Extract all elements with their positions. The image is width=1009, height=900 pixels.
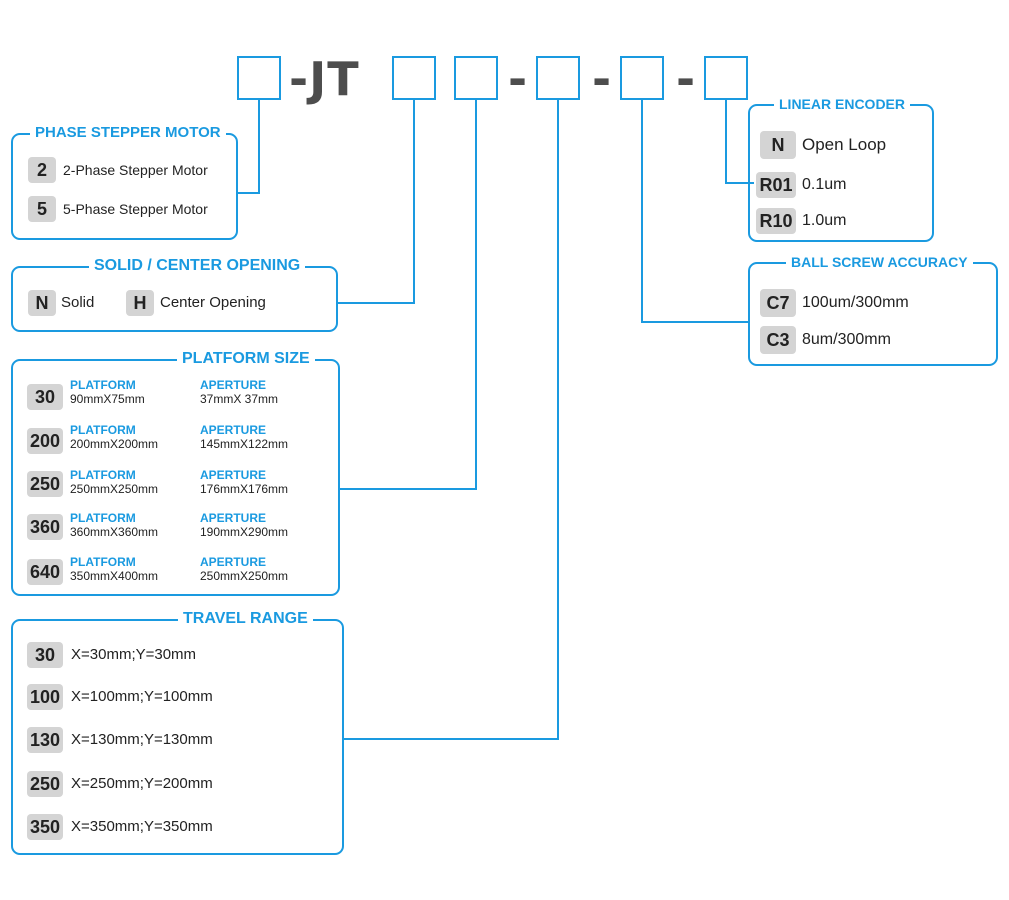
travel-option-label: X=100mm;Y=100mm: [71, 688, 213, 705]
travel-code-badge: 350: [27, 814, 63, 840]
encoder-option-label: Open Loop: [802, 135, 887, 154]
encoder-code-badge: N: [760, 131, 796, 159]
aperture-label: APERTURE: [200, 468, 267, 482]
encoder-option-label: 0.1um: [802, 176, 847, 193]
linear-encoder-title: LINEAR ENCODER: [774, 94, 911, 114]
platform-size-box: PLATFORM SIZE 30 PLATFORM 90mmX75mm APER…: [11, 349, 340, 596]
platform-label: PLATFORM: [70, 423, 136, 437]
travel-range-box: TRAVEL RANGE 30 X=30mm;Y=30mm 100 X=100m…: [11, 609, 344, 855]
platform-code-badge: 30: [27, 384, 63, 410]
connector-travel: [344, 100, 559, 740]
aperture-label: APERTURE: [200, 423, 267, 437]
phase-code-badge: 2: [28, 157, 56, 183]
platform-code-badge: 200: [27, 428, 63, 454]
code-slot-encoder: [704, 56, 748, 100]
aperture-label: APERTURE: [200, 511, 267, 525]
code-slot-opening: [392, 56, 436, 100]
code-slot-phase: [237, 56, 281, 100]
code-slot-accuracy: [620, 56, 664, 100]
platform-label: PLATFORM: [70, 511, 136, 525]
opening-option-label: Center Opening: [160, 294, 266, 311]
accuracy-code-badge: C3: [760, 326, 796, 354]
aperture-label: APERTURE: [200, 378, 267, 392]
travel-code-badge: 100: [27, 684, 63, 710]
phase-code-badge: 5: [28, 196, 56, 222]
code-prefix: -JT: [289, 52, 360, 106]
platform-label: PLATFORM: [70, 468, 136, 482]
platform-size-value: 200mmX200mm: [70, 437, 159, 451]
travel-code-badge: 30: [27, 642, 63, 668]
encoder-option-label: 1.0um: [802, 212, 847, 229]
phase-option-label: 5-Phase Stepper Motor: [63, 201, 208, 217]
aperture-size-value: 37mmX 37mm: [200, 392, 279, 406]
opening-code-badge: N: [28, 290, 56, 316]
travel-code-badge: 250: [27, 771, 63, 797]
platform-size-title: PLATFORM SIZE: [177, 349, 315, 369]
opening-box: SOLID / CENTER OPENING N Solid H Center …: [11, 256, 338, 332]
phase-option-label: 2-Phase Stepper Motor: [63, 162, 208, 178]
ball-screw-accuracy-box: BALL SCREW ACCURACY C7 100um/300mm C3 8u…: [748, 252, 998, 366]
platform-size-value: 90mmX75mm: [70, 392, 145, 406]
connector-opening: [338, 100, 415, 304]
opening-option-label: Solid: [61, 294, 95, 311]
code-slot-travel: [536, 56, 580, 100]
travel-option-label: X=130mm;Y=130mm: [71, 731, 213, 748]
travel-code-badge: 130: [27, 727, 63, 753]
aperture-label: APERTURE: [200, 555, 267, 569]
travel-option-label: X=350mm;Y=350mm: [71, 818, 213, 835]
platform-label: PLATFORM: [70, 555, 136, 569]
encoder-code-badge: R10: [756, 208, 796, 234]
aperture-size-value: 250mmX250mm: [200, 569, 289, 583]
platform-code-badge: 360: [27, 514, 63, 540]
accuracy-option-label: 8um/300mm: [802, 331, 891, 348]
code-separator: -: [508, 52, 528, 106]
phase-stepper-box: PHASE STEPPER MOTOR 2 2-Phase Stepper Mo…: [11, 123, 238, 240]
platform-code-badge: 640: [27, 559, 63, 585]
connector-phase: [238, 100, 260, 194]
code-separator: -: [676, 52, 696, 106]
travel-option-label: X=30mm;Y=30mm: [71, 646, 197, 663]
encoder-code-badge: R01: [756, 172, 796, 198]
travel-option-label: X=250mm;Y=200mm: [71, 775, 213, 792]
platform-code-badge: 250: [27, 471, 63, 497]
connector-encoder: [725, 100, 754, 184]
platform-label: PLATFORM: [70, 378, 136, 392]
opening-code-badge: H: [126, 290, 154, 316]
connector-platform: [340, 100, 477, 490]
platform-size-value: 350mmX400mm: [70, 569, 159, 583]
aperture-size-value: 190mmX290mm: [200, 525, 289, 539]
platform-size-value: 360mmX360mm: [70, 525, 159, 539]
platform-size-value: 250mmX250mm: [70, 482, 159, 496]
aperture-size-value: 176mmX176mm: [200, 482, 289, 496]
code-slot-platform: [454, 56, 498, 100]
linear-encoder-box: LINEAR ENCODER N Open Loop R01 0.1um R10…: [748, 94, 934, 242]
phase-stepper-title: PHASE STEPPER MOTOR: [30, 123, 226, 143]
accuracy-option-label: 100um/300mm: [802, 294, 909, 311]
code-separator: -: [592, 52, 612, 106]
connector-accuracy: [641, 100, 749, 323]
accuracy-code-badge: C7: [760, 289, 796, 317]
ball-screw-accuracy-title: BALL SCREW ACCURACY: [786, 252, 973, 272]
travel-range-title: TRAVEL RANGE: [178, 609, 313, 629]
opening-title: SOLID / CENTER OPENING: [89, 256, 306, 276]
aperture-size-value: 145mmX122mm: [200, 437, 289, 451]
